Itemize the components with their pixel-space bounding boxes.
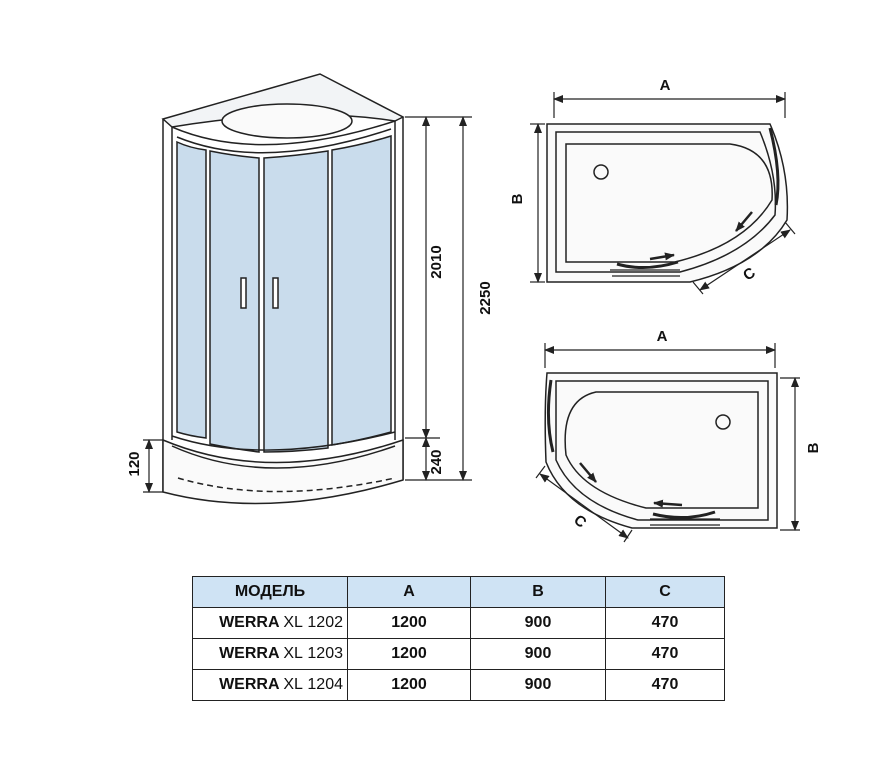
header-c: C <box>605 576 725 608</box>
dimension-b-top-label: B <box>509 193 526 204</box>
model-cell: WERRA XL 1203 <box>192 638 348 670</box>
dimension-c-bottom-label: C <box>570 512 589 532</box>
dimension-b-bottom-label: B <box>805 442 822 453</box>
dimension-c-top-label: C <box>740 264 759 284</box>
dimension-240-label: 240 <box>428 449 445 474</box>
model-series: XL <box>283 614 303 631</box>
dimension-a-bottom <box>544 343 776 368</box>
door-handle-left <box>240 277 247 309</box>
cabin-front-view <box>161 73 405 505</box>
shower-tray <box>162 438 404 505</box>
roof-top-dome <box>221 103 353 139</box>
dimension-a-bottom-label: A <box>657 328 668 345</box>
dimension-c-bottom <box>535 465 633 543</box>
model-code: 1202 <box>307 614 343 631</box>
cell-c: 470 <box>605 638 725 670</box>
header-a: A <box>347 576 471 608</box>
table-row: WERRA XL 1203 1200 900 470 <box>192 638 725 670</box>
cabin-frame <box>162 117 404 492</box>
door-handle-right <box>272 277 279 309</box>
cell-a: 1200 <box>347 638 471 670</box>
model-cell: WERRA XL 1204 <box>192 669 348 701</box>
dimension-b-top <box>530 123 545 283</box>
dimension-2250-label: 2250 <box>477 281 494 314</box>
plan-view-left <box>544 372 778 529</box>
drain-icon <box>593 164 609 180</box>
dimension-120 <box>143 439 163 493</box>
cell-b: 900 <box>470 669 606 701</box>
model-code: 1203 <box>307 645 343 662</box>
header-model: МОДЕЛЬ <box>192 576 348 608</box>
cell-b: 900 <box>470 638 606 670</box>
dimension-120-label: 120 <box>126 451 143 476</box>
dimension-a-top-label: A <box>660 77 671 94</box>
dimension-a-top <box>553 92 786 118</box>
header-b: B <box>470 576 606 608</box>
cell-a: 1200 <box>347 607 471 639</box>
dimension-2010-label: 2010 <box>428 245 445 278</box>
model-brand: WERRA <box>219 645 279 662</box>
cell-c: 470 <box>605 669 725 701</box>
tray-inner-dashed <box>177 477 396 493</box>
plan-view-right <box>546 123 789 283</box>
top-rail <box>171 120 396 146</box>
glass-panel-right <box>331 134 392 446</box>
model-series: XL <box>283 676 303 693</box>
model-series: XL <box>283 645 303 662</box>
table-row: WERRA XL 1204 1200 900 470 <box>192 669 725 701</box>
table-row: WERRA XL 1202 1200 900 470 <box>192 607 725 639</box>
glass-door-left <box>209 150 260 453</box>
model-brand: WERRA <box>219 614 279 631</box>
dimension-240 <box>405 437 440 481</box>
drain-icon <box>715 414 731 430</box>
dimension-c-top <box>692 221 796 295</box>
bottom-rail <box>171 431 396 451</box>
cell-c: 470 <box>605 607 725 639</box>
model-cell: WERRA XL 1202 <box>192 607 348 639</box>
cell-a: 1200 <box>347 669 471 701</box>
glass-panel-left <box>176 140 207 439</box>
spec-table: МОДЕЛЬ A B C WERRA XL 1202 1200 900 470 … <box>192 576 725 701</box>
glass-door-right <box>263 150 329 453</box>
dimension-b-bottom <box>780 377 800 531</box>
model-code: 1204 <box>307 676 343 693</box>
table-header-row: МОДЕЛЬ A B C <box>192 576 725 608</box>
model-brand: WERRA <box>219 676 279 693</box>
dimension-2250 <box>440 116 472 481</box>
cell-b: 900 <box>470 607 606 639</box>
